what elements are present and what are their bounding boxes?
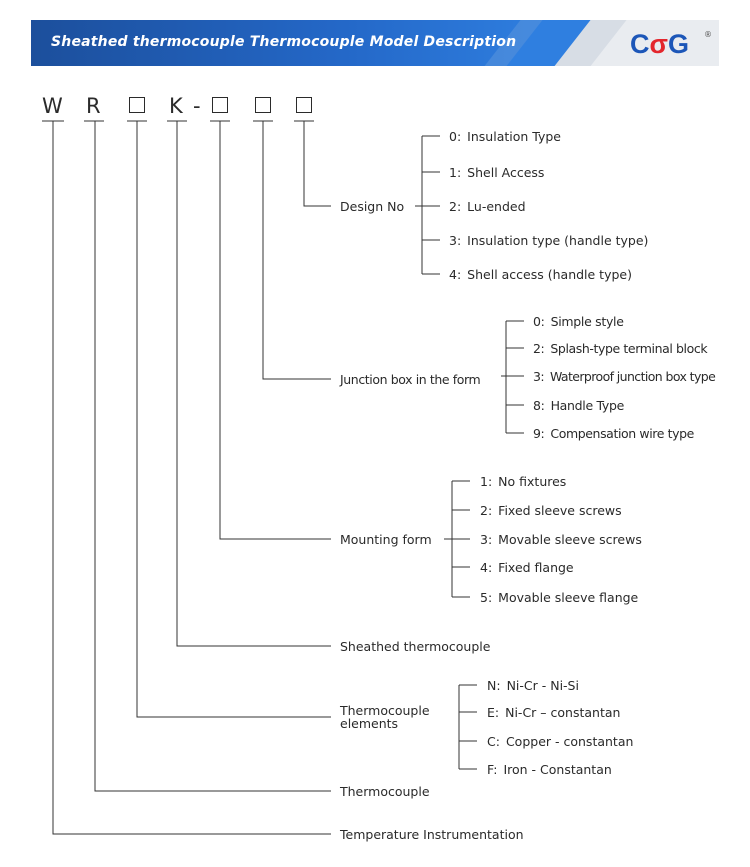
label-elements-line2: elements (340, 716, 399, 731)
code-dash: - (193, 94, 201, 118)
option-junction-9: 9:Compensation wire type (533, 426, 694, 441)
option-mounting-4: 4:Fixed flange (480, 560, 574, 575)
code-letter-k: K (169, 94, 183, 118)
option-element-n: N:Ni-Cr - Ni-Si (487, 678, 579, 693)
connector-temperature (52, 121, 331, 835)
label-mounting-form: Mounting form (340, 532, 432, 547)
connector-sheathed (176, 121, 331, 647)
code-slot-mounting (212, 97, 228, 113)
option-junction-0: 0:Simple style (533, 314, 624, 329)
option-mounting-1: 1:No fixtures (480, 474, 567, 489)
option-element-e: E:Ni-Cr – constantan (487, 705, 621, 720)
option-element-f: F:Iron - Constantan (487, 762, 612, 777)
option-mounting-3: 3:Movable sleeve screws (480, 532, 642, 547)
connector-elements (136, 121, 331, 718)
code-slot-elements (129, 97, 145, 113)
option-design-2: 2:Lu-ended (449, 199, 526, 214)
label-elements-line1: Thermocouple (340, 703, 430, 718)
page-title: Sheathed thermocouple Thermocouple Model… (51, 34, 517, 50)
connector-thermocouple (94, 121, 331, 792)
logo-letter-g: G (667, 29, 689, 59)
logo-letter-mid: σ (649, 29, 668, 59)
option-junction-8: 8:Handle Type (533, 398, 625, 413)
connector-junction-box (262, 121, 331, 380)
banner-blue-panel (31, 20, 553, 66)
label-temperature-instrumentation: Temperature Instrumentation (340, 827, 524, 842)
registered-mark: ® (704, 30, 712, 39)
label-sheathed-thermocouple: Sheathed thermocouple (340, 639, 491, 654)
option-element-c: C:Copper - constantan (487, 734, 634, 749)
option-junction-2: 2:Splash-type terminal block (533, 341, 708, 356)
option-mounting-5: 5:Movable sleeve flange (480, 590, 639, 605)
code-letter-r: R (86, 94, 101, 118)
option-design-3: 3:Insulation type (handle type) (449, 233, 649, 248)
option-junction-3: 3:Waterproof junction box type (533, 369, 716, 384)
label-junction-box: Junction box in the form (340, 372, 481, 387)
connector-design-no (303, 121, 331, 207)
label-thermocouple: Thermocouple (340, 784, 430, 799)
logo-letter-c: C (630, 29, 650, 59)
code-slot-junction-box (255, 97, 271, 113)
header-banner: Sheathed thermocouple Thermocouple Model… (31, 20, 719, 66)
connector-mounting-form (219, 121, 331, 540)
label-design-no: Design No (340, 199, 405, 214)
code-slot-design (296, 97, 312, 113)
brand-logo: CσG (630, 29, 689, 60)
option-design-0: 0:Insulation Type (449, 129, 561, 144)
code-letter-w: W (42, 94, 63, 118)
option-mounting-2: 2:Fixed sleeve screws (480, 503, 622, 518)
option-design-1: 1:Shell Access (449, 165, 545, 180)
option-design-4: 4:Shell access (handle type) (449, 267, 632, 282)
